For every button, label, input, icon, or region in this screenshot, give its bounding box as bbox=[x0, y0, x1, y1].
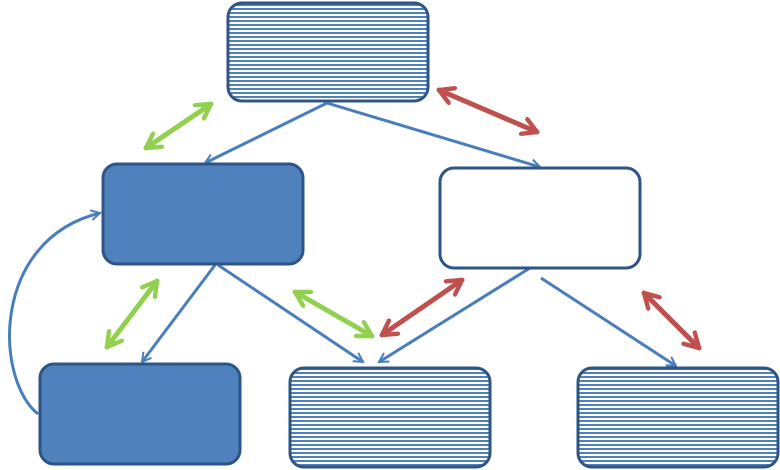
green-double-arrow-mid-left-bottom-left bbox=[104, 278, 160, 350]
connector-mid-left-to-bottom-middle bbox=[217, 263, 363, 364]
node-bottom-right bbox=[576, 366, 780, 469]
connector-top-to-mid-left bbox=[205, 101, 328, 163]
node-bottom-middle bbox=[288, 366, 492, 469]
connector-top-to-mid-right bbox=[326, 101, 540, 167]
node-mid-left bbox=[101, 162, 305, 266]
green-double-arrow-top-mid-left bbox=[143, 101, 214, 151]
node-mid-right bbox=[438, 166, 642, 270]
red-double-arrow-mid-right-bottom-right bbox=[641, 290, 702, 351]
red-double-arrow-mid-right-bottom-middle bbox=[379, 277, 465, 338]
double-arrows bbox=[104, 90, 702, 351]
green-double-arrow-mid-left-bottom-middle bbox=[292, 289, 375, 339]
connector-mid-left-to-bottom-left bbox=[142, 264, 217, 362]
connector-mid-right-to-bottom-middle bbox=[379, 266, 531, 364]
connector-bottom-left-loop-to-mid-left bbox=[8, 213, 100, 416]
nodes bbox=[38, 1, 780, 469]
node-top bbox=[226, 1, 430, 103]
node-bottom-left bbox=[38, 362, 242, 466]
connector-mid-right-to-bottom-right bbox=[540, 276, 676, 368]
red-double-arrow-top-mid-right bbox=[436, 90, 540, 132]
